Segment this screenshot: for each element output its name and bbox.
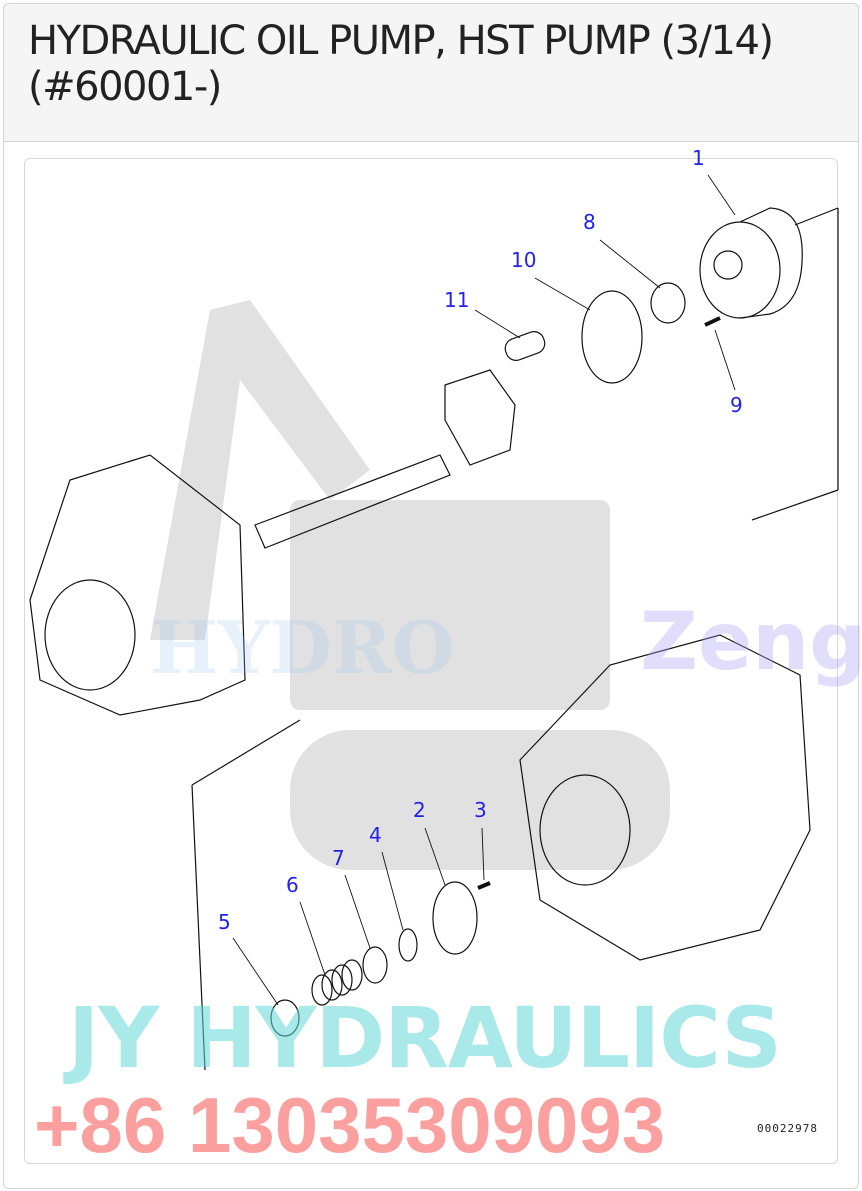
shaft-part	[254, 454, 451, 549]
cylinder-block-part	[699, 207, 803, 319]
callout-7[interactable]: 7	[332, 846, 345, 870]
left-pump-housing	[29, 454, 246, 716]
phone-watermark: +86 13035309093	[34, 1081, 666, 1169]
callout-2[interactable]: 2	[413, 798, 426, 822]
snap-ring-part	[398, 928, 418, 962]
guide-part	[504, 331, 546, 361]
drawing-number: 00022978	[757, 1122, 818, 1135]
hydro-watermark: HYDRO	[150, 605, 455, 690]
callout-8[interactable]: 8	[583, 210, 596, 234]
spherical-bushing-part	[650, 282, 686, 324]
right-pump-housing	[519, 634, 811, 961]
callout-9[interactable]: 9	[730, 393, 743, 417]
valve-plate-part	[432, 881, 478, 955]
excavator-logo-watermark	[150, 300, 670, 870]
card-header: HYDRAULIC OIL PUMP, HST PUMP (3/14) (#60…	[4, 4, 858, 142]
page-title: HYDRAULIC OIL PUMP, HST PUMP (3/14) (#60…	[28, 18, 774, 110]
swash-plate-part	[444, 369, 516, 466]
callout-10[interactable]: 10	[511, 248, 537, 272]
retainer-plate-part	[581, 290, 643, 384]
callout-5[interactable]: 5	[218, 910, 231, 934]
diagram-frame	[24, 158, 838, 1164]
callout-4[interactable]: 4	[369, 823, 382, 847]
callout-11[interactable]: 11	[444, 288, 470, 312]
callout-1[interactable]: 1	[692, 146, 705, 170]
callout-3[interactable]: 3	[474, 798, 487, 822]
zeng-watermark: Zeng	[640, 595, 862, 688]
seat-part	[270, 999, 300, 1037]
spring-part	[311, 959, 363, 1006]
pin-part	[704, 316, 721, 327]
parts-card: HYDRAULIC OIL PUMP, HST PUMP (3/14) (#60…	[3, 3, 859, 1189]
callout-6[interactable]: 6	[286, 873, 299, 897]
jy-hydraulics-watermark: JY HYDRAULICS	[68, 989, 782, 1087]
